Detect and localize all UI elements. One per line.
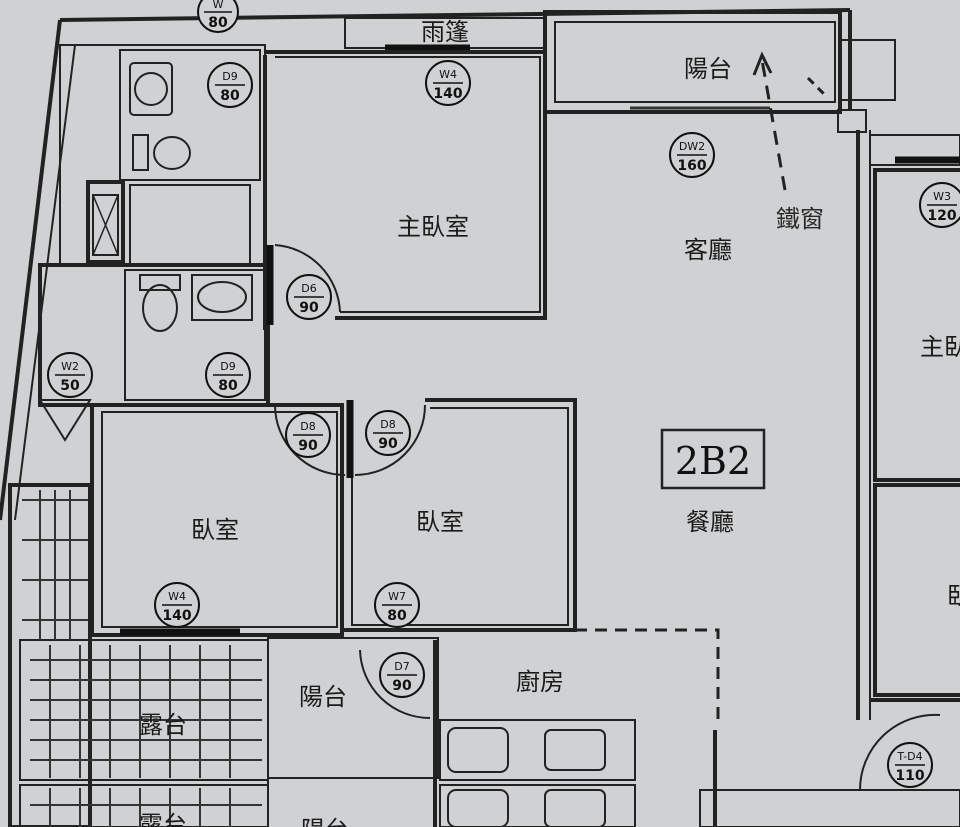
balcony-top-label: 陽台 — [684, 55, 732, 83]
marker: W 80 — [197, 0, 239, 33]
master-bedroom-label: 主臥室 — [397, 213, 469, 241]
unit-tag-box — [660, 428, 766, 490]
svg-text:90: 90 — [392, 678, 412, 694]
bedroom-left-label: 臥室 — [191, 516, 239, 544]
svg-text:D8: D8 — [300, 420, 315, 433]
svg-text:160: 160 — [677, 158, 706, 174]
svg-text:W4: W4 — [168, 590, 186, 603]
terrace-label: 露台 — [139, 711, 187, 739]
svg-text:90: 90 — [378, 436, 398, 452]
svg-text:D7: D7 — [394, 660, 409, 673]
svg-text:140: 140 — [162, 608, 191, 624]
terrace-bottom-label: 露台 — [139, 811, 187, 827]
svg-text:W2: W2 — [61, 360, 79, 373]
svg-text:D9: D9 — [222, 70, 237, 83]
svg-text:DW2: DW2 — [679, 140, 705, 153]
master-bedroom-walls — [265, 50, 547, 325]
master-bedroom-right-label: 主臥 — [920, 333, 960, 361]
svg-text:80: 80 — [387, 608, 407, 624]
svg-text:W: W — [213, 0, 224, 11]
svg-text:T-D4: T-D4 — [896, 750, 922, 763]
living-room-label: 客廳 — [684, 236, 732, 264]
bedroom-mid-label: 臥室 — [416, 508, 464, 536]
marker: D7 90 — [379, 652, 425, 698]
svg-text:W4: W4 — [439, 68, 457, 81]
iron-window-arrow — [752, 51, 828, 191]
balcony-bottom-label: 陽台 — [301, 816, 349, 827]
marker: DW2 160 — [669, 132, 715, 178]
svg-text:D6: D6 — [301, 282, 316, 295]
svg-text:120: 120 — [927, 208, 956, 224]
unit-tag: 2B2 — [675, 439, 751, 483]
right-walls — [856, 130, 960, 720]
svg-text:140: 140 — [433, 86, 462, 102]
svg-text:90: 90 — [299, 300, 319, 316]
kitchen-walls — [267, 628, 960, 827]
svg-text:90: 90 — [298, 438, 318, 454]
bedroom-right-cut-label: 臥 — [947, 582, 960, 610]
iron-window-label: 鐵窗 — [776, 205, 824, 233]
rain-shelter-label: 雨篷 — [421, 18, 469, 46]
svg-text:80: 80 — [220, 88, 240, 104]
balcony-mid-label: 陽台 — [299, 683, 347, 711]
marker: W4 140 — [425, 60, 471, 106]
svg-text:80: 80 — [218, 378, 238, 394]
marker: D9 80 — [205, 352, 251, 398]
svg-text:50: 50 — [60, 378, 80, 394]
svg-text:110: 110 — [895, 768, 924, 784]
svg-text:D9: D9 — [220, 360, 235, 373]
marker: W2 50 — [47, 352, 93, 398]
marker: W4 140 — [154, 582, 200, 628]
svg-text:D8: D8 — [380, 418, 395, 431]
svg-text:W7: W7 — [388, 590, 406, 603]
svg-text:80: 80 — [208, 15, 228, 31]
marker: W3 120 — [919, 182, 960, 228]
terrace-grid — [8, 399, 269, 827]
bathroom-block — [38, 44, 270, 407]
marker: W7 80 — [374, 582, 420, 628]
marker: T-D4 110 — [887, 742, 933, 788]
marker: D8 90 — [285, 412, 331, 458]
marker: D8 90 — [365, 410, 411, 456]
dining-room-label: 餐廳 — [686, 508, 734, 536]
kitchen-label: 廚房 — [516, 668, 564, 696]
marker: D6 90 — [286, 274, 332, 320]
marker: D9 80 — [207, 62, 253, 108]
svg-text:W3: W3 — [933, 190, 951, 203]
